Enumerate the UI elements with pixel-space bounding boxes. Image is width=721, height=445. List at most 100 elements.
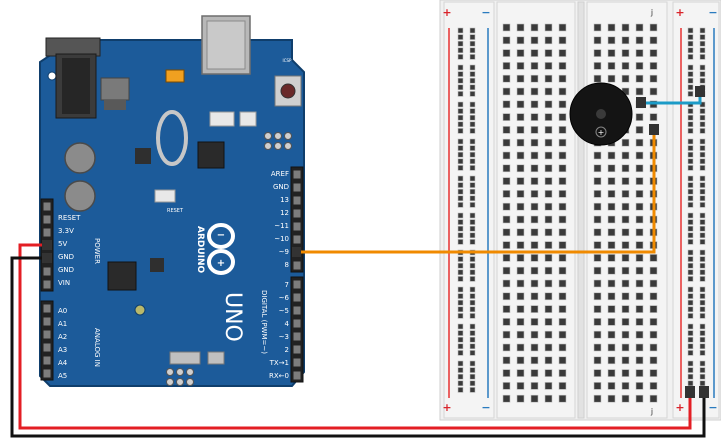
header-pin[interactable] <box>293 345 301 354</box>
breadboard-hole <box>621 254 630 262</box>
breadboard-hole <box>635 369 644 377</box>
header-pin[interactable] <box>293 358 301 367</box>
breadboard-hole <box>593 164 602 173</box>
breadboard-hole <box>558 164 567 173</box>
header-pin[interactable] <box>293 371 301 380</box>
header-pin[interactable] <box>43 228 51 237</box>
breadboard-hole <box>469 336 476 343</box>
breadboard-hole <box>502 382 511 390</box>
breadboard-hole <box>687 91 694 97</box>
header-pin[interactable] <box>293 170 301 179</box>
header-pin[interactable] <box>293 261 301 270</box>
left-power-rail <box>443 1 495 419</box>
header-pin[interactable] <box>43 280 51 289</box>
icsp-header-top <box>264 132 292 150</box>
breadboard-hole <box>621 164 630 173</box>
header-pin[interactable] <box>43 330 51 339</box>
breadboard-hole <box>687 330 694 336</box>
breadboard-hole <box>469 84 476 91</box>
breadboard-hole <box>457 188 464 195</box>
breadboard-hole <box>649 369 658 377</box>
header-pin[interactable] <box>43 202 51 211</box>
breadboard-hole <box>530 254 539 262</box>
breadboard-hole <box>558 138 567 147</box>
breadboard-hole <box>469 151 476 158</box>
breadboard-hole <box>469 276 476 282</box>
header-pin[interactable] <box>43 369 51 378</box>
header-pin[interactable] <box>293 209 301 218</box>
breadboard-hole <box>502 23 511 32</box>
breadboard-hole <box>469 380 476 387</box>
breadboard-hole <box>558 356 567 365</box>
breadboard-hole <box>544 62 553 70</box>
breadboard-hole <box>699 71 706 77</box>
usb-port-inner <box>206 20 246 70</box>
breadboard-hole <box>502 202 511 211</box>
header-pin[interactable] <box>293 235 301 244</box>
breadboard-hole <box>687 202 694 208</box>
header-pin[interactable] <box>43 317 51 326</box>
breadboard-hole <box>502 254 511 262</box>
breadboard-hole <box>635 138 644 147</box>
breadboard-hole <box>469 293 476 299</box>
breadboard-hole <box>516 241 525 249</box>
header-pin[interactable] <box>293 319 301 328</box>
breadboard-hole <box>457 225 464 232</box>
breadboard-hole <box>699 343 706 350</box>
breadboard-hole <box>699 360 706 367</box>
breadboard-hole <box>699 249 706 256</box>
breadboard-hole <box>457 286 464 293</box>
header-pin[interactable] <box>293 293 301 302</box>
header-pin[interactable] <box>43 304 51 313</box>
header-pin[interactable] <box>293 222 301 231</box>
wire-end-cap <box>695 86 705 97</box>
breadboard-hole <box>530 74 539 83</box>
header-pin[interactable] <box>43 356 51 365</box>
header-pin[interactable] <box>293 183 301 192</box>
logo-loop-left <box>207 223 235 249</box>
breadboard-hole <box>516 74 525 83</box>
icsp-pin <box>176 368 184 376</box>
breadboard-hole <box>635 177 644 185</box>
breadboard-hole <box>687 299 694 306</box>
breadboard-hole <box>558 318 567 326</box>
breadboard-hole <box>469 256 476 262</box>
breadboard-hole <box>593 266 602 275</box>
header-pin[interactable] <box>293 306 301 315</box>
breadboard-hole <box>687 262 694 269</box>
breadboard-hole <box>469 350 476 356</box>
breadboard-hole <box>699 158 706 165</box>
header-pin[interactable] <box>43 215 51 224</box>
digital-header-lower <box>290 276 304 383</box>
header-pin[interactable] <box>293 280 301 289</box>
breadboard-hole <box>469 306 476 313</box>
breadboard-hole <box>457 299 464 306</box>
header-pin[interactable] <box>43 343 51 352</box>
breadboard-hole <box>457 47 464 54</box>
breadboard-hole <box>593 36 602 45</box>
breadboard-hole <box>544 190 553 198</box>
breadboard-hole <box>502 318 511 326</box>
header-pin[interactable] <box>293 332 301 341</box>
header-pin[interactable] <box>293 196 301 205</box>
breadboard-hole <box>687 182 694 188</box>
pin-label-a0: A0 <box>58 307 67 315</box>
breadboard-hole <box>593 318 602 326</box>
header-pin[interactable] <box>43 267 51 276</box>
breadboard-hole <box>607 177 616 185</box>
pin-label-4: 4 <box>285 320 290 328</box>
breadboard-hole <box>621 177 630 185</box>
icsp-pin <box>176 378 184 386</box>
left-rail-minus-bottom: − <box>481 401 490 414</box>
breadboard-hole <box>699 54 706 60</box>
breadboard-hole <box>635 87 644 96</box>
breadboard-hole <box>687 34 694 40</box>
breadboard-hole <box>635 292 644 301</box>
breadboard-hole <box>544 279 553 288</box>
right-rail-plus-top: + <box>675 6 684 19</box>
breadboard-hole <box>607 36 616 45</box>
breadboard-hole <box>607 215 616 224</box>
breadboard-hole <box>502 190 511 198</box>
breadboard-hole <box>699 232 706 239</box>
breadboard-hole <box>699 108 706 114</box>
